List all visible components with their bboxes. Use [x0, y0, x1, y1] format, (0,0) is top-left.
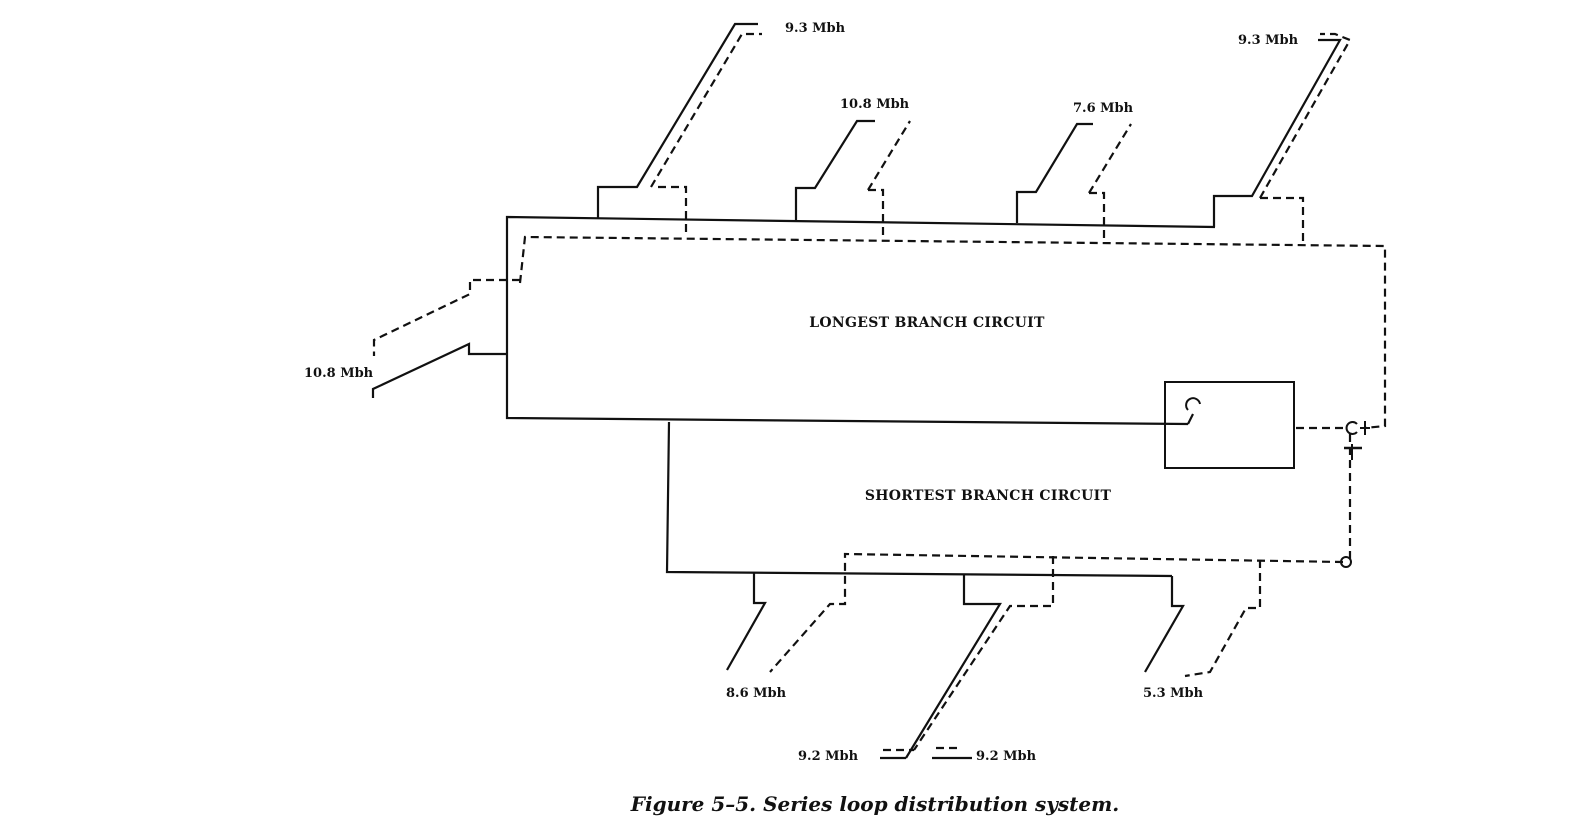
longest-branch-return-pipe [372, 32, 1387, 430]
load-label-top-left: 9.3 Mbh [785, 21, 846, 36]
load-label-top-middle-left: 10.8 Mbh [840, 97, 910, 112]
longest-branch-label: LONGEST BRANCH CIRCUIT [809, 315, 1045, 331]
load-label-bottom-center-left: 9.2 Mbh [798, 749, 859, 764]
load-label-left: 10.8 Mbh [304, 366, 374, 381]
boiler-box [1164, 381, 1295, 469]
boiler-return-pipe [1296, 421, 1370, 568]
shortest-branch-label: SHORTEST BRANCH CIRCUIT [865, 488, 1112, 504]
shortest-branch-return-pipe [769, 552, 1344, 752]
figure-caption: Figure 5–5. Series loop distribution sys… [630, 792, 1119, 816]
load-label-bottom-left: 8.6 Mbh [726, 686, 787, 701]
load-label-top-middle-right: 7.6 Mbh [1073, 101, 1134, 116]
longest-branch-supply-pipe [371, 22, 1342, 426]
shortest-branch-supply-pipe [665, 421, 1185, 760]
load-label-bottom-center-right: 9.2 Mbh [976, 749, 1037, 764]
load-label-bottom-right: 5.3 Mbh [1143, 686, 1204, 701]
load-label-top-right: 9.3 Mbh [1238, 33, 1299, 48]
